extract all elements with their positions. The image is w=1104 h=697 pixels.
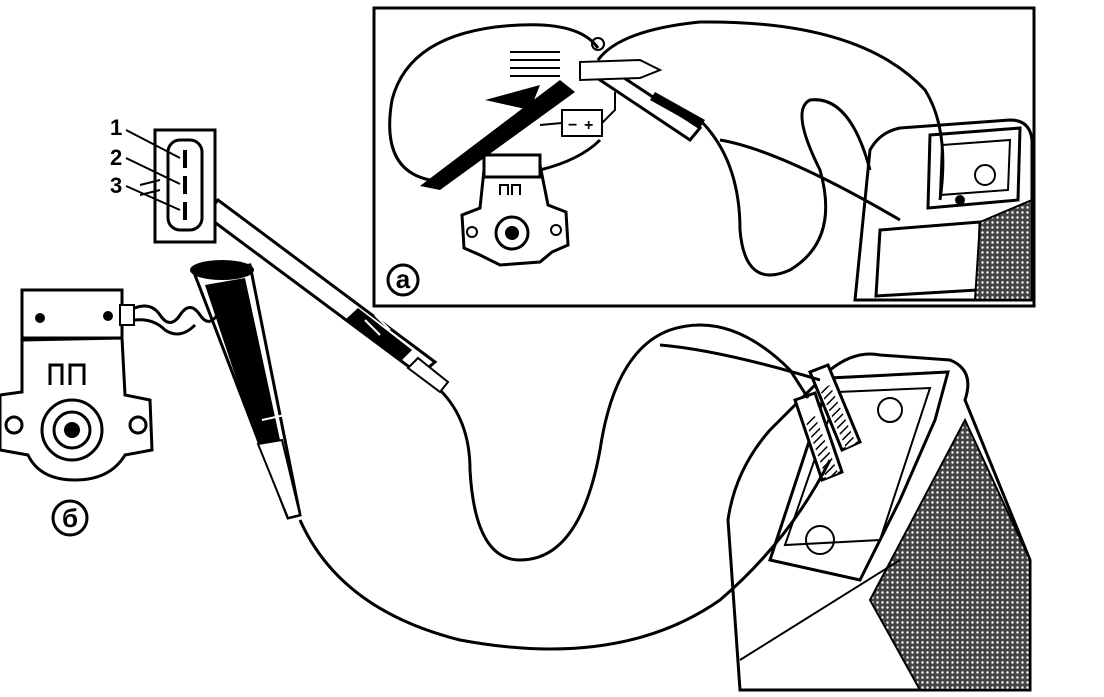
main-probe-red: [202, 197, 450, 394]
svg-text:−: −: [568, 117, 577, 134]
inset-probes: − +: [420, 37, 705, 190]
inset-cables: [388, 20, 945, 277]
sensor-letter: б: [62, 503, 78, 533]
inset-panel: − + а: [372, 6, 1036, 308]
pin-label-1: 1: [110, 115, 122, 140]
main-probe-black: [190, 260, 302, 520]
svg-text:+: +: [584, 117, 593, 134]
main-multimeter: [726, 352, 1032, 692]
inset-label: а: [386, 263, 420, 297]
pin-label-3: 3: [110, 173, 122, 198]
inset-sensor: [460, 138, 602, 267]
inset-letter: а: [396, 264, 411, 294]
inset-multimeter: [853, 118, 1034, 302]
main-cables: [298, 323, 832, 651]
sensor-label: б: [51, 499, 89, 537]
pin-label-2: 2: [110, 145, 122, 170]
main-plugs: [793, 363, 862, 482]
coiled-wire: [124, 283, 223, 336]
connector: [139, 128, 217, 244]
sensor: [0, 288, 154, 482]
pin-callouts: 1 2 3: [110, 115, 181, 211]
